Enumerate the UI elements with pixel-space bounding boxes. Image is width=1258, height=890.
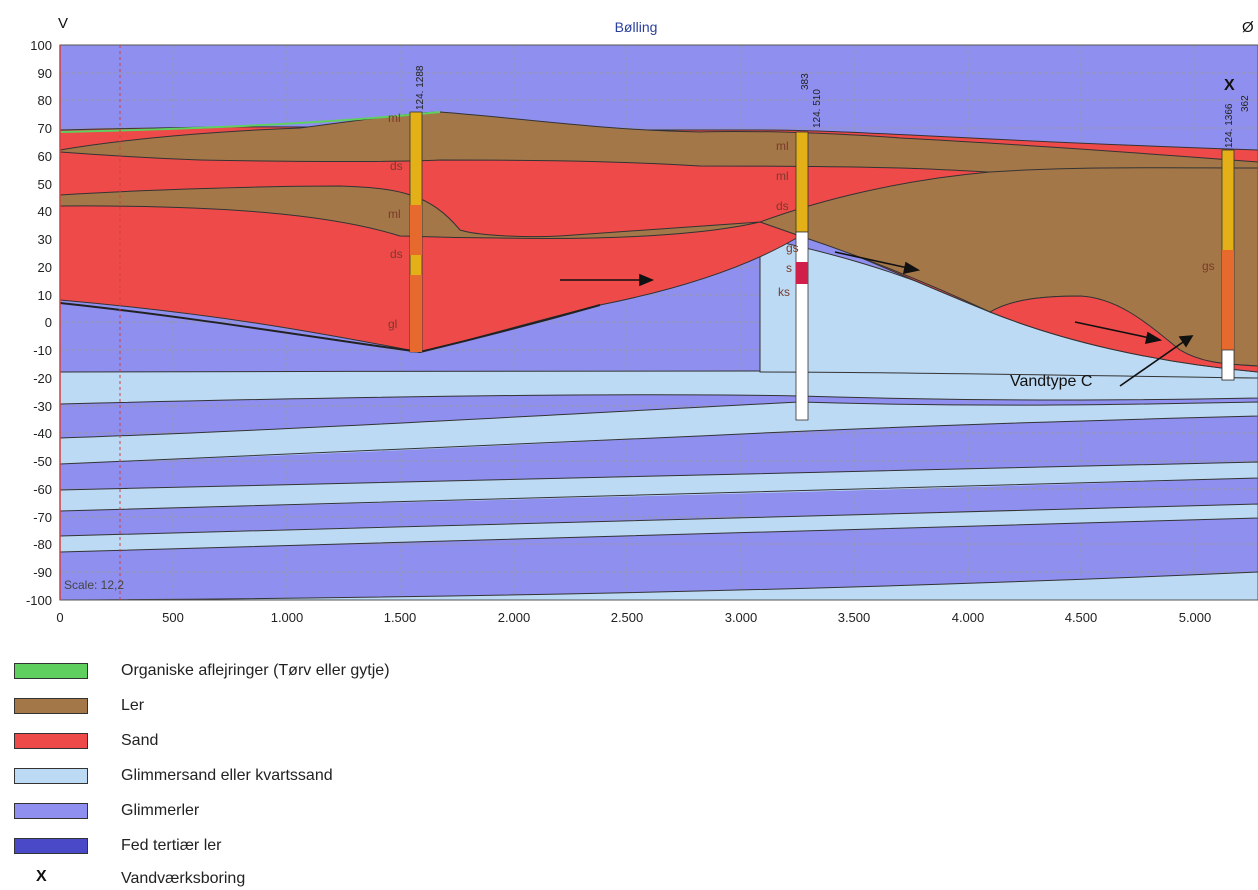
x-tick: 1.000 [271,610,304,625]
water-type-label: Vandtype C [1010,373,1092,390]
y-tick: -90 [33,565,52,580]
geological-cross-section: V Bølling Ø [26,15,1258,625]
legend-label: Glimmerler [121,802,200,819]
sand-east-wedge [988,295,1258,373]
legend-label: Fed tertiær ler [121,837,222,854]
lith-code: ml [776,139,789,153]
x-tick: 2.000 [498,610,531,625]
y-tick: 0 [45,315,52,330]
borehole-1: 124. 1288 [409,65,426,353]
y-tick: 40 [38,204,52,219]
x-tick: 0 [56,610,63,625]
section-title: Bølling [615,19,658,35]
legend-label: Ler [121,697,145,714]
x-tick: 5.000 [1179,610,1212,625]
lith-code: ds [390,247,403,261]
mica-sand-band-2 [60,401,1258,465]
legend-swatch [14,663,88,679]
y-tick: 80 [38,93,52,108]
y-tick: 30 [38,232,52,247]
legend-item-organic: Organiske aflejringer (Tørv eller gytje) [14,660,714,682]
y-tick: 90 [38,66,52,81]
lithology-codes: ml ds ml ds ml ml ds gs s ks gl gs [388,111,1215,331]
borehole-2-id2: 383 [800,73,811,90]
legend-item-fat-clay: Fed tertiær ler [14,835,714,857]
legend-item-well: X Vandværksboring [14,868,714,890]
mica-sand-band-3 [60,461,1258,512]
base-line [60,302,601,354]
y-tick: -60 [33,482,52,497]
organic-surface [60,111,441,133]
lith-code: ml [388,207,401,221]
legend-swatch [14,838,88,854]
lith-code: ml [388,111,401,125]
borehole-1-id: 124. 1288 [415,65,426,110]
flow-arrows [560,251,1163,345]
legend-swatch [14,733,88,749]
lith-code: ds [390,159,403,173]
lith-code: s [786,261,792,275]
y-axis-labels: 100 90 80 70 60 50 40 30 20 10 0 -10 -20… [26,38,52,608]
legend-item-sand: Sand [14,730,714,752]
legend-item-mica-sand: Glimmersand eller kvartssand [14,765,714,787]
x-tick: 3.500 [838,610,871,625]
x-tick: 2.500 [611,610,644,625]
mica-sand-band-4 [60,503,1258,553]
legend-swatch [14,803,88,819]
well-marker: X [1224,77,1235,94]
legend-swatch [14,768,88,784]
y-tick: -20 [33,371,52,386]
lith-code: gl [388,317,397,331]
legend-swatch [14,698,88,714]
x-axis-labels: 0 500 1.000 1.500 2.000 2.500 3.000 3.50… [56,610,1211,625]
y-tick: 60 [38,149,52,164]
west-label: V [58,15,68,32]
y-tick: -40 [33,426,52,441]
y-tick: -50 [33,454,52,469]
x-tick: 1.500 [384,610,417,625]
borehole-3-id2: 362 [1240,95,1251,112]
mica-sand-band-1 [60,370,1258,405]
x-tick: 500 [162,610,184,625]
legend-item-mica-clay: Glimmerler [14,800,714,822]
lith-code: gs [786,241,799,255]
y-tick: 70 [38,121,52,136]
y-tick: 20 [38,260,52,275]
lith-code: ds [776,199,789,213]
x-tick: 4.000 [952,610,985,625]
mica-sand-band-5 [60,571,1258,601]
y-tick: -100 [26,593,52,608]
y-tick: -30 [33,399,52,414]
lith-code: ks [778,285,790,299]
east-label: Ø [1242,19,1254,36]
borehole-3-id: 124. 1366 [1224,103,1235,148]
water-type-arrow [1119,335,1194,387]
borehole-2: 124. 510 383 [795,73,823,421]
x-tick: 3.000 [725,610,758,625]
x-mark-icon: X [36,868,47,885]
legend-label: Glimmersand eller kvartssand [121,767,333,784]
lith-code: gs [1202,259,1215,273]
borehole-3: 124. 1366 362 [1221,95,1251,381]
legend-label: Sand [121,732,159,749]
y-tick: -80 [33,537,52,552]
legend-label: Vandværksboring [121,870,246,887]
y-tick: 50 [38,177,52,192]
scale-label: Scale: 12,2 [64,578,124,592]
y-tick: 10 [38,288,52,303]
y-tick: -70 [33,510,52,525]
legend-item-clay: Ler [14,695,714,717]
x-tick: 4.500 [1065,610,1098,625]
lith-code: ml [776,169,789,183]
y-tick: 100 [30,38,52,53]
legend-label: Organiske aflejringer (Tørv eller gytje) [121,662,390,679]
borehole-2-id: 124. 510 [812,89,823,128]
y-tick: -10 [33,343,52,358]
